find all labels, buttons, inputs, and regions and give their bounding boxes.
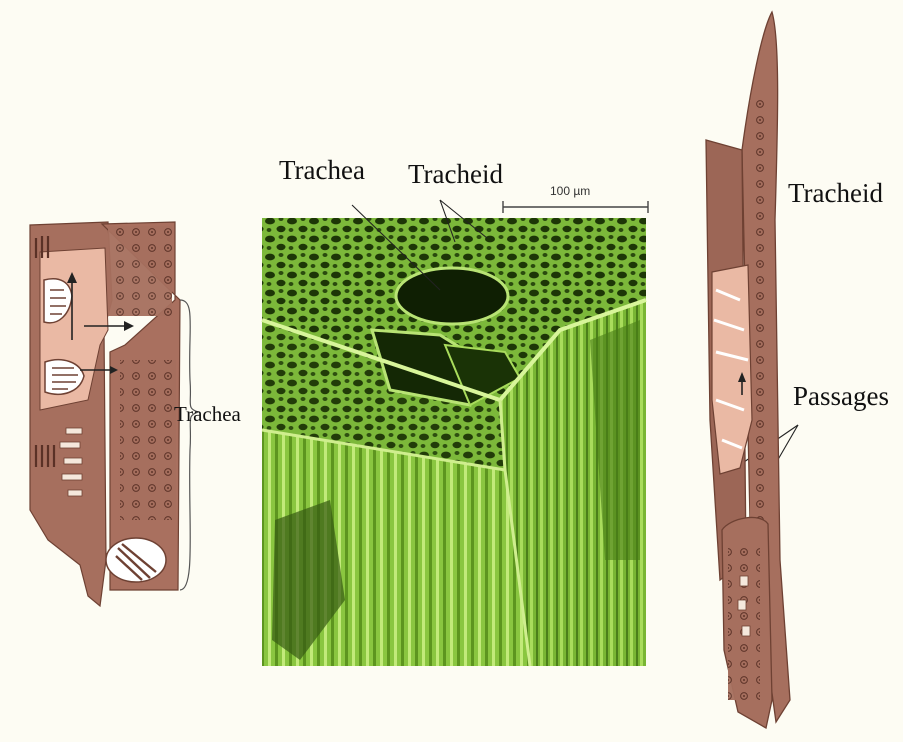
right-tracheid-label: Tracheid [788,180,883,207]
right-passages-label: Passages [793,383,889,410]
sem-micrograph-icon [262,218,646,666]
center-tracheid-label: Tracheid [408,161,503,188]
trachea-illustration-icon [30,222,198,606]
scale-bar [503,201,648,213]
center-trachea-label: Trachea [279,157,365,184]
tracheid-illustration-icon [706,12,790,728]
scale-bar-label: 100 µm [550,184,590,198]
left-trachea-label: Trachea [174,404,241,425]
